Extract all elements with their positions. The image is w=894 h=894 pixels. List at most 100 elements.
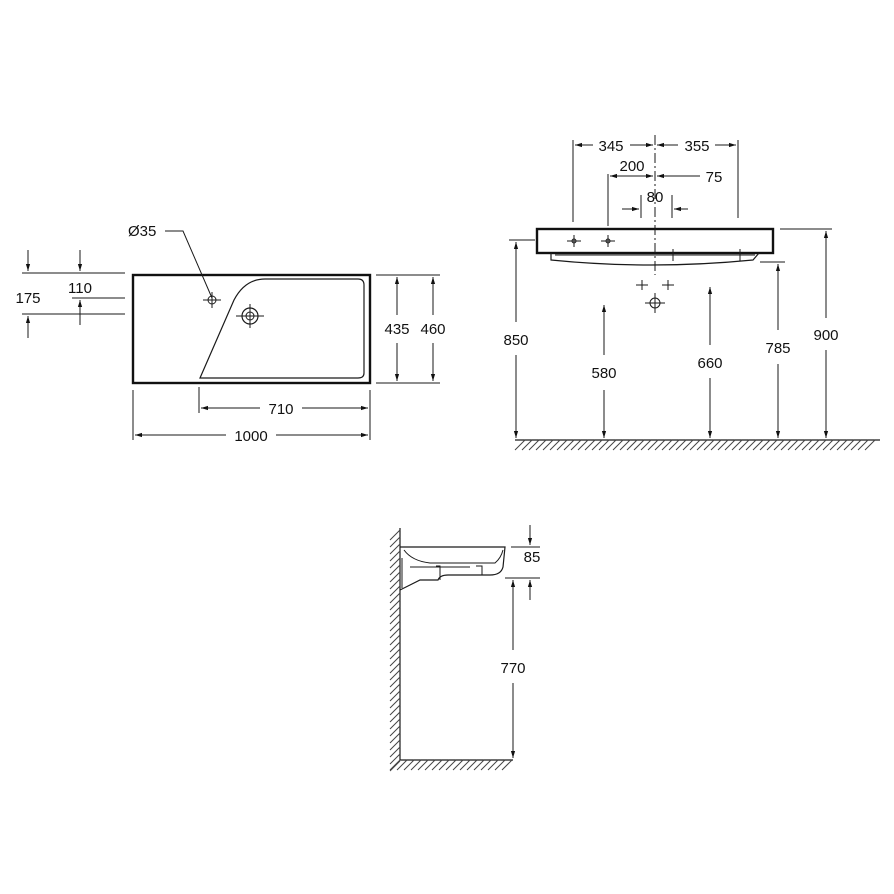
hatch-line — [424, 759, 436, 771]
hole-mark-icon — [665, 249, 681, 261]
dim-200-label: 200 — [619, 158, 644, 175]
dim-435-label: 435 — [384, 321, 409, 338]
hatch-line — [738, 439, 750, 451]
basin-profile — [399, 546, 506, 591]
hatch-line — [521, 439, 533, 451]
hatch-line — [668, 439, 680, 451]
hatch-line — [661, 439, 673, 451]
dim-460-label: 460 — [420, 321, 445, 338]
hatch-line — [689, 439, 701, 451]
hatch-line — [389, 732, 401, 744]
hatch-line — [389, 557, 401, 569]
hatch-line — [389, 585, 401, 597]
hatch-line — [396, 759, 408, 771]
hatch-line — [710, 439, 722, 451]
hatch-line — [459, 759, 471, 771]
hatch-line — [682, 439, 694, 451]
hatch-line — [389, 634, 401, 646]
drain-profile — [436, 565, 483, 580]
hatch-line — [389, 704, 401, 716]
hatch-line — [626, 439, 638, 451]
hatch-line — [389, 669, 401, 681]
hatch-line — [654, 439, 666, 451]
hatch-line — [389, 627, 401, 639]
hatch-line — [403, 759, 415, 771]
hatch-line — [857, 439, 869, 451]
hatch-line — [535, 439, 547, 451]
hatch-line — [487, 759, 499, 771]
dim-75-label: 75 — [706, 169, 723, 186]
hatch-line — [801, 439, 813, 451]
hatch-line — [389, 606, 401, 618]
dim-580-label: 580 — [591, 365, 616, 382]
hatch-line — [389, 676, 401, 688]
hatch-line — [759, 439, 771, 451]
front-view: 345 355 200 75 80 850 580 660 785 — [503, 135, 880, 451]
hatch-line — [389, 543, 401, 555]
hatch-line — [577, 439, 589, 451]
hatch-line — [389, 746, 401, 758]
hatch-line — [389, 529, 401, 541]
hatch-line — [501, 759, 513, 771]
hatch-line — [389, 683, 401, 695]
basin-outline — [131, 273, 372, 385]
hatch-line — [445, 759, 457, 771]
side-view: 85 770 — [389, 525, 540, 772]
hatch-line — [389, 564, 401, 576]
hatch-line — [389, 599, 401, 611]
hatch-line — [480, 759, 492, 771]
hatch-line — [794, 439, 806, 451]
dim-785-label: 785 — [765, 340, 790, 357]
dim-80-label: 80 — [647, 189, 664, 206]
floor-hatch — [514, 439, 876, 451]
hatch-line — [389, 725, 401, 737]
hatch-line — [389, 711, 401, 723]
hatch-line — [542, 439, 554, 451]
hatch-line — [389, 592, 401, 604]
hatch-line — [780, 439, 792, 451]
hatch-line — [514, 439, 526, 451]
hatch-line — [717, 439, 729, 451]
dim-850-label: 850 — [503, 332, 528, 349]
hatch-line — [829, 439, 841, 451]
hatch-line — [410, 759, 422, 771]
hatch-line — [389, 760, 401, 772]
hatch-line — [787, 439, 799, 451]
hatch-line — [619, 439, 631, 451]
drain-icon — [236, 304, 264, 328]
hatch-line — [556, 439, 568, 451]
hatch-line — [850, 439, 862, 451]
hatch-line — [438, 759, 450, 771]
hatch-line — [389, 613, 401, 625]
dim-770-label: 770 — [500, 660, 525, 677]
hatch-line — [389, 697, 401, 709]
hatch-line — [417, 759, 429, 771]
hatch-line — [389, 648, 401, 660]
hatch-line — [836, 439, 848, 451]
waste-outlet-icon — [636, 280, 674, 313]
hatch-line — [612, 439, 624, 451]
hatch-line — [703, 439, 715, 451]
dim-175-label: 175 — [15, 290, 40, 307]
hatch-line — [745, 439, 757, 451]
hole-diameter-label: Ø35 — [128, 223, 156, 240]
hatch-line — [389, 690, 401, 702]
dim-710-label: 710 — [268, 401, 293, 418]
hatch-line — [731, 439, 743, 451]
hatch-line — [675, 439, 687, 451]
hatch-line — [843, 439, 855, 451]
hatch-line — [466, 759, 478, 771]
hatch-line — [473, 759, 485, 771]
hatch-line — [389, 718, 401, 730]
dim-110-label: 110 — [68, 280, 92, 297]
hatch-line — [389, 655, 401, 667]
tap-hole-icon — [203, 292, 221, 308]
hatch-line — [766, 439, 778, 451]
hatch-line — [389, 662, 401, 674]
hatch-line — [549, 439, 561, 451]
hatch-line — [696, 439, 708, 451]
bowl-profile — [403, 549, 504, 564]
hatch-line — [389, 550, 401, 562]
hatch-line — [752, 439, 764, 451]
